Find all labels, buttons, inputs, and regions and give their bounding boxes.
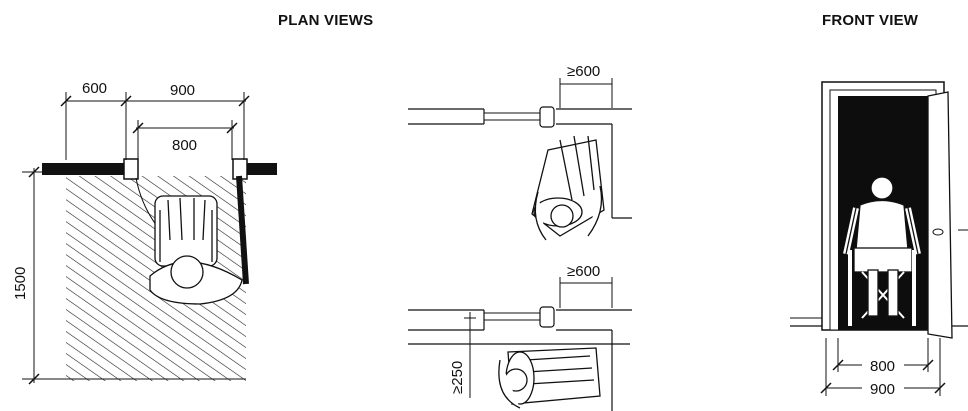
dim-600: 600 (82, 80, 107, 97)
dim-800-front: 800 (870, 358, 895, 375)
plan-view-1: 600 900 800 1500 (12, 80, 277, 385)
front-view: 800 900 (790, 81, 968, 398)
dim-1500: 1500 (12, 267, 29, 300)
wheelchair-user-sideways-icon (498, 347, 601, 409)
door-leaf-2 (483, 112, 543, 121)
dim-gte-600-bottom: ≥600 (567, 263, 600, 280)
dim-gte-600-top: ≥600 (567, 63, 600, 80)
door-leaf (236, 175, 249, 285)
dim-900-front: 900 (870, 381, 895, 398)
door-hinge-2 (539, 106, 555, 128)
wall-right (245, 163, 277, 175)
wheelchair-user-angled-icon (531, 135, 605, 241)
dim-gte-250: ≥250 (449, 361, 466, 394)
wheelchair-user-front-view-icon (843, 176, 921, 326)
plan-views-heading: PLAN VIEWS (278, 12, 374, 29)
plan-view-2: ≥600 (408, 63, 632, 241)
wall-left (42, 163, 128, 175)
dim-800: 800 (172, 137, 197, 154)
wheelchair-user-top-view-icon (149, 195, 243, 305)
door-leaf-front (927, 91, 953, 339)
front-view-heading: FRONT VIEW (822, 12, 919, 29)
door-jamb-left (123, 158, 139, 180)
plan-view-3: ≥600 ≥250 (408, 263, 632, 411)
door-leaf-3 (483, 312, 543, 321)
door-hinge-3 (539, 306, 555, 328)
door-handle (932, 228, 944, 236)
dim-900: 900 (170, 82, 195, 99)
